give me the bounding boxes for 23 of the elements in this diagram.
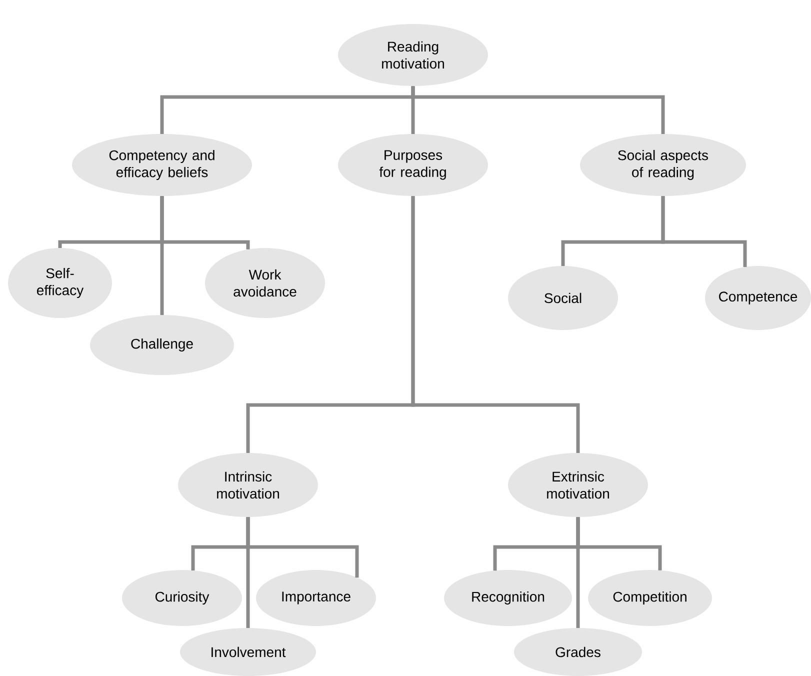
ellipse-node: Self-efficacy: [8, 248, 112, 318]
connector-line: [576, 517, 580, 628]
ellipse-node: Recognition: [444, 570, 572, 626]
ellipse-node: Extrinsic motivation: [508, 452, 648, 517]
ellipse-node: Involvement: [180, 628, 316, 676]
connector-line: [160, 196, 164, 315]
ellipse-node: Intrinsic motivation: [178, 452, 318, 517]
connector-line: [411, 86, 665, 134]
ellipse-node: Importance: [256, 570, 376, 626]
ellipse-node: Social: [508, 266, 618, 330]
ellipse-node: Competition: [588, 570, 712, 626]
ellipse-node: Work avoidance: [205, 248, 325, 318]
ellipse-node: Curiosity: [122, 570, 242, 626]
ellipse-node: Reading motivation: [338, 24, 488, 86]
connector-line: [661, 196, 747, 267]
connector-line: [411, 196, 580, 453]
ellipse-node: Competence: [705, 266, 811, 330]
ellipse-node: Purposes for reading: [338, 134, 488, 196]
connector-line: [246, 517, 250, 628]
ellipse-node: Competency and efficacy beliefs: [72, 134, 252, 196]
ellipse-node: Grades: [514, 628, 642, 676]
ellipse-node: Social aspects of reading: [580, 134, 746, 196]
ellipse-node: Challenge: [90, 314, 234, 375]
